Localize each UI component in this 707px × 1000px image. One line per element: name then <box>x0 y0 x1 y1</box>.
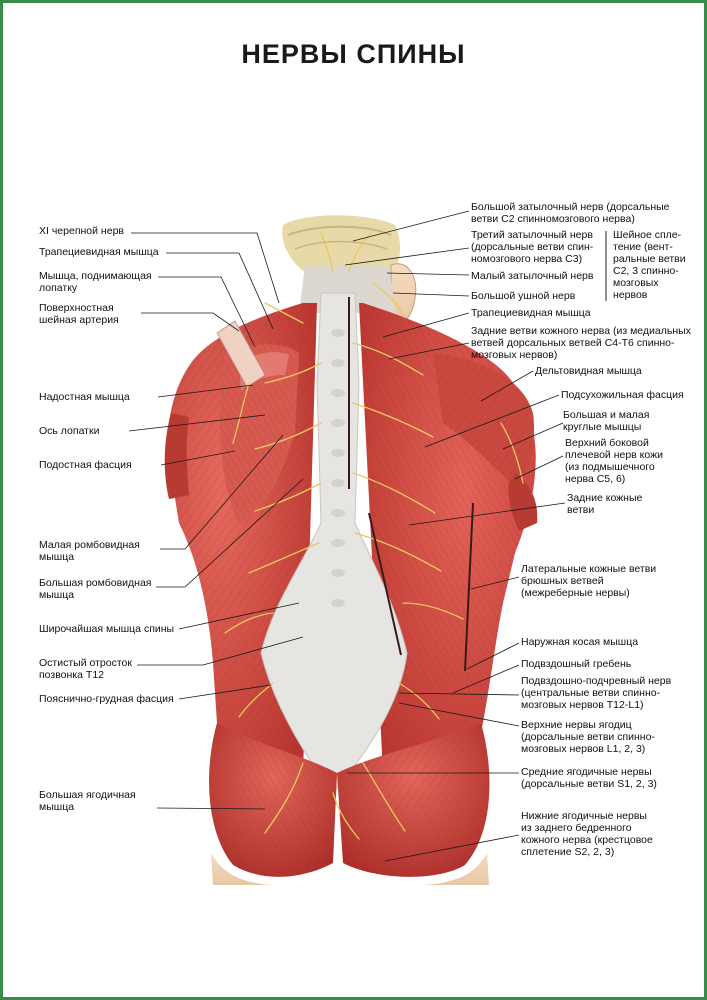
label-xi-nerve: XI черепной нерв <box>39 225 124 237</box>
label-thoracolumbar-fascia: Пояснично-грудная фасция <box>39 693 174 705</box>
label-lesser-occipital: Малый затылочный нерв <box>471 270 594 282</box>
label-supraspinatus: Надостная мышца <box>39 391 130 403</box>
label-scapular-spine: Ось лопатки <box>39 425 100 437</box>
leader-lines <box>128 210 566 862</box>
label-trapezius-left: Трапециевидная мышца <box>39 246 159 258</box>
nerve-branches <box>224 232 524 840</box>
label-deltoid: Дельтовидная мышца <box>535 365 642 377</box>
label-infraspinous-fascia-right: Подсухожильная фасция <box>561 389 684 401</box>
label-great-auricular: Большой ушной нерв <box>471 290 576 302</box>
head <box>282 215 417 327</box>
label-posterior-cutaneous-c4-t6: Задние ветви кожного нерва (из медиальны… <box>471 325 691 361</box>
page-title: НЕРВЫ СПИНЫ <box>241 39 466 69</box>
label-iliohypogastric: Подвздошно-подчревный нерв(центральные в… <box>521 675 672 711</box>
label-third-occipital: Третий затылочный нерв(дорсальные ветви … <box>471 229 594 265</box>
label-trapezius-right: Трапециевидная мышца <box>471 307 591 319</box>
label-iliac-crest: Подвздошный гребень <box>521 658 632 670</box>
label-middle-cluneal: Средние ягодичные нервы(дорсальные ветви… <box>521 766 657 790</box>
anatomy-figure <box>128 210 607 885</box>
label-infraspinous-fascia: Подостная фасция <box>39 459 132 471</box>
spinous-processes <box>331 329 345 607</box>
gluteal-region <box>209 723 490 885</box>
label-superior-cluneal: Верхние нервы ягодиц(дорсальные ветви сп… <box>521 719 655 755</box>
fascial-lines <box>348 297 474 672</box>
label-latissimus-dorsi: Широчайшая мышца спины <box>39 623 175 635</box>
label-external-oblique: Наружная косая мышца <box>521 636 639 648</box>
